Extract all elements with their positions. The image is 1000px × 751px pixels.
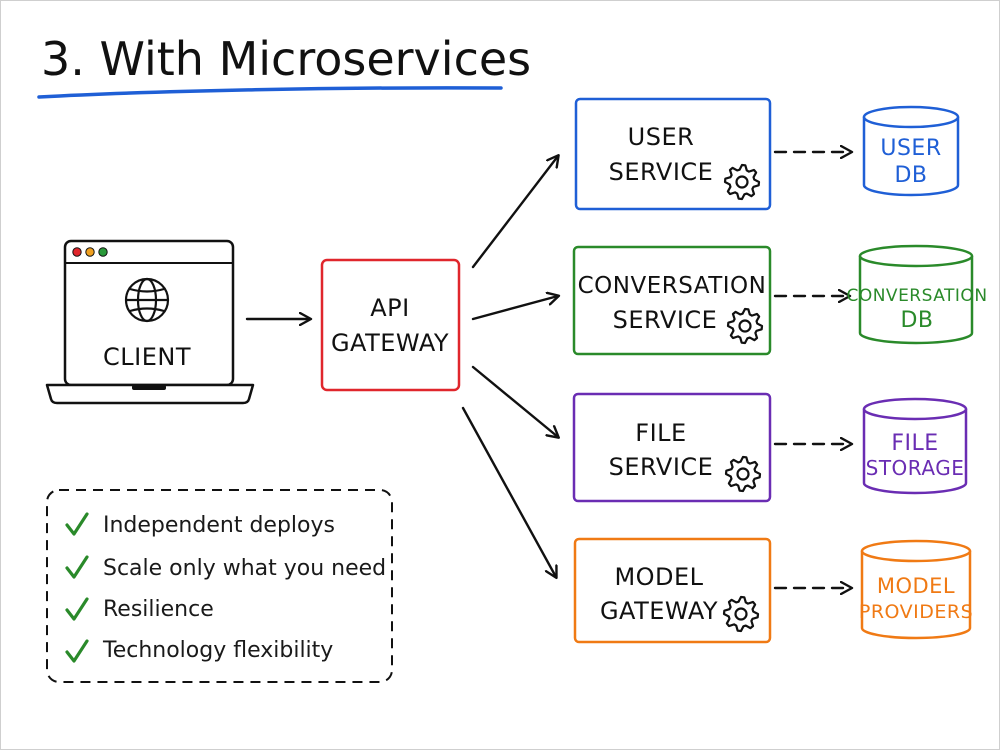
user-service-label-line2: SERVICE [609, 158, 714, 186]
model-providers-label-line1: MODEL [877, 574, 955, 598]
benefits-box: Independent deploys Scale only what you … [46, 489, 393, 683]
conversation-db-label-line1: CONVERSATION [846, 286, 987, 306]
file-service-label-line1: FILE [635, 419, 686, 447]
benefit-text: Scale only what you need [103, 556, 386, 581]
arrow-gateway-to-model-gateway [461, 406, 556, 577]
user-db-cylinder: USER DB [862, 105, 960, 197]
conversation-service-label-line2: SERVICE [613, 306, 718, 334]
api-gateway-box: API GATEWAY [320, 258, 461, 392]
model-providers-label-line2: PROVIDERS [859, 601, 973, 623]
gear-hub [735, 175, 749, 189]
title-underline [37, 86, 503, 99]
file-service-label-line2: SERVICE [609, 453, 714, 481]
file-storage-label-line2: STORAGE [866, 456, 965, 480]
check-icon [65, 597, 89, 621]
gateway-label-line1: API [370, 294, 409, 322]
gear-icon [724, 455, 762, 493]
file-storage-cylinder: FILE STORAGE [862, 397, 968, 495]
conversation-service-box: CONVERSATION SERVICE [572, 245, 772, 356]
arrow-gateway-to-conversation-service [471, 296, 558, 321]
gear-hub [734, 607, 748, 621]
file-service-box: FILE SERVICE [572, 392, 772, 503]
page-title: 3. With Microservices [41, 32, 531, 86]
gateway-label-line2: GATEWAY [331, 329, 449, 357]
benefit-text: Independent deploys [103, 513, 335, 538]
laptop-base [45, 383, 255, 405]
user-db-label-line1: USER [880, 136, 941, 161]
globe-icon [124, 277, 170, 323]
benefit-item: Scale only what you need [65, 555, 386, 581]
check-icon [65, 639, 89, 663]
gear-icon [723, 163, 761, 201]
check-icon [65, 555, 89, 579]
user-service-label-line1: USER [628, 123, 695, 151]
model-gateway-label-line2: GATEWAY [600, 597, 718, 625]
arrow-gateway-to-file-service [471, 365, 558, 437]
conversation-service-label-line1: CONVERSATION [578, 273, 767, 299]
window-dot-red [72, 247, 82, 257]
gear-hub [738, 319, 752, 333]
client-laptop: CLIENT [45, 239, 255, 405]
model-gateway-label-line1: MODEL [614, 563, 703, 591]
benefit-text: Resilience [103, 597, 214, 622]
conversation-db-label-line2: DB [900, 308, 933, 333]
user-db-label-line2: DB [894, 163, 927, 188]
gear-icon [722, 595, 760, 633]
user-service-box: USER SERVICE [574, 97, 772, 211]
model-gateway-box: MODEL GATEWAY [573, 537, 772, 644]
client-label: CLIENT [103, 343, 191, 371]
gear-hub [736, 467, 750, 481]
gear-icon [726, 307, 764, 345]
arrow-gateway-to-user-service [471, 156, 558, 269]
benefit-item: Independent deploys [65, 512, 335, 538]
check-icon [65, 512, 89, 536]
benefit-text: Technology flexibility [102, 638, 333, 663]
file-storage-label-line1: FILE [891, 431, 938, 456]
conversation-db-cylinder: CONVERSATION DB [846, 244, 987, 345]
benefit-item: Resilience [65, 597, 214, 622]
window-dot-yellow [85, 247, 95, 257]
model-providers-cylinder: MODEL PROVIDERS [859, 539, 973, 640]
window-dot-green [98, 247, 108, 257]
benefit-item: Technology flexibility [65, 638, 333, 663]
